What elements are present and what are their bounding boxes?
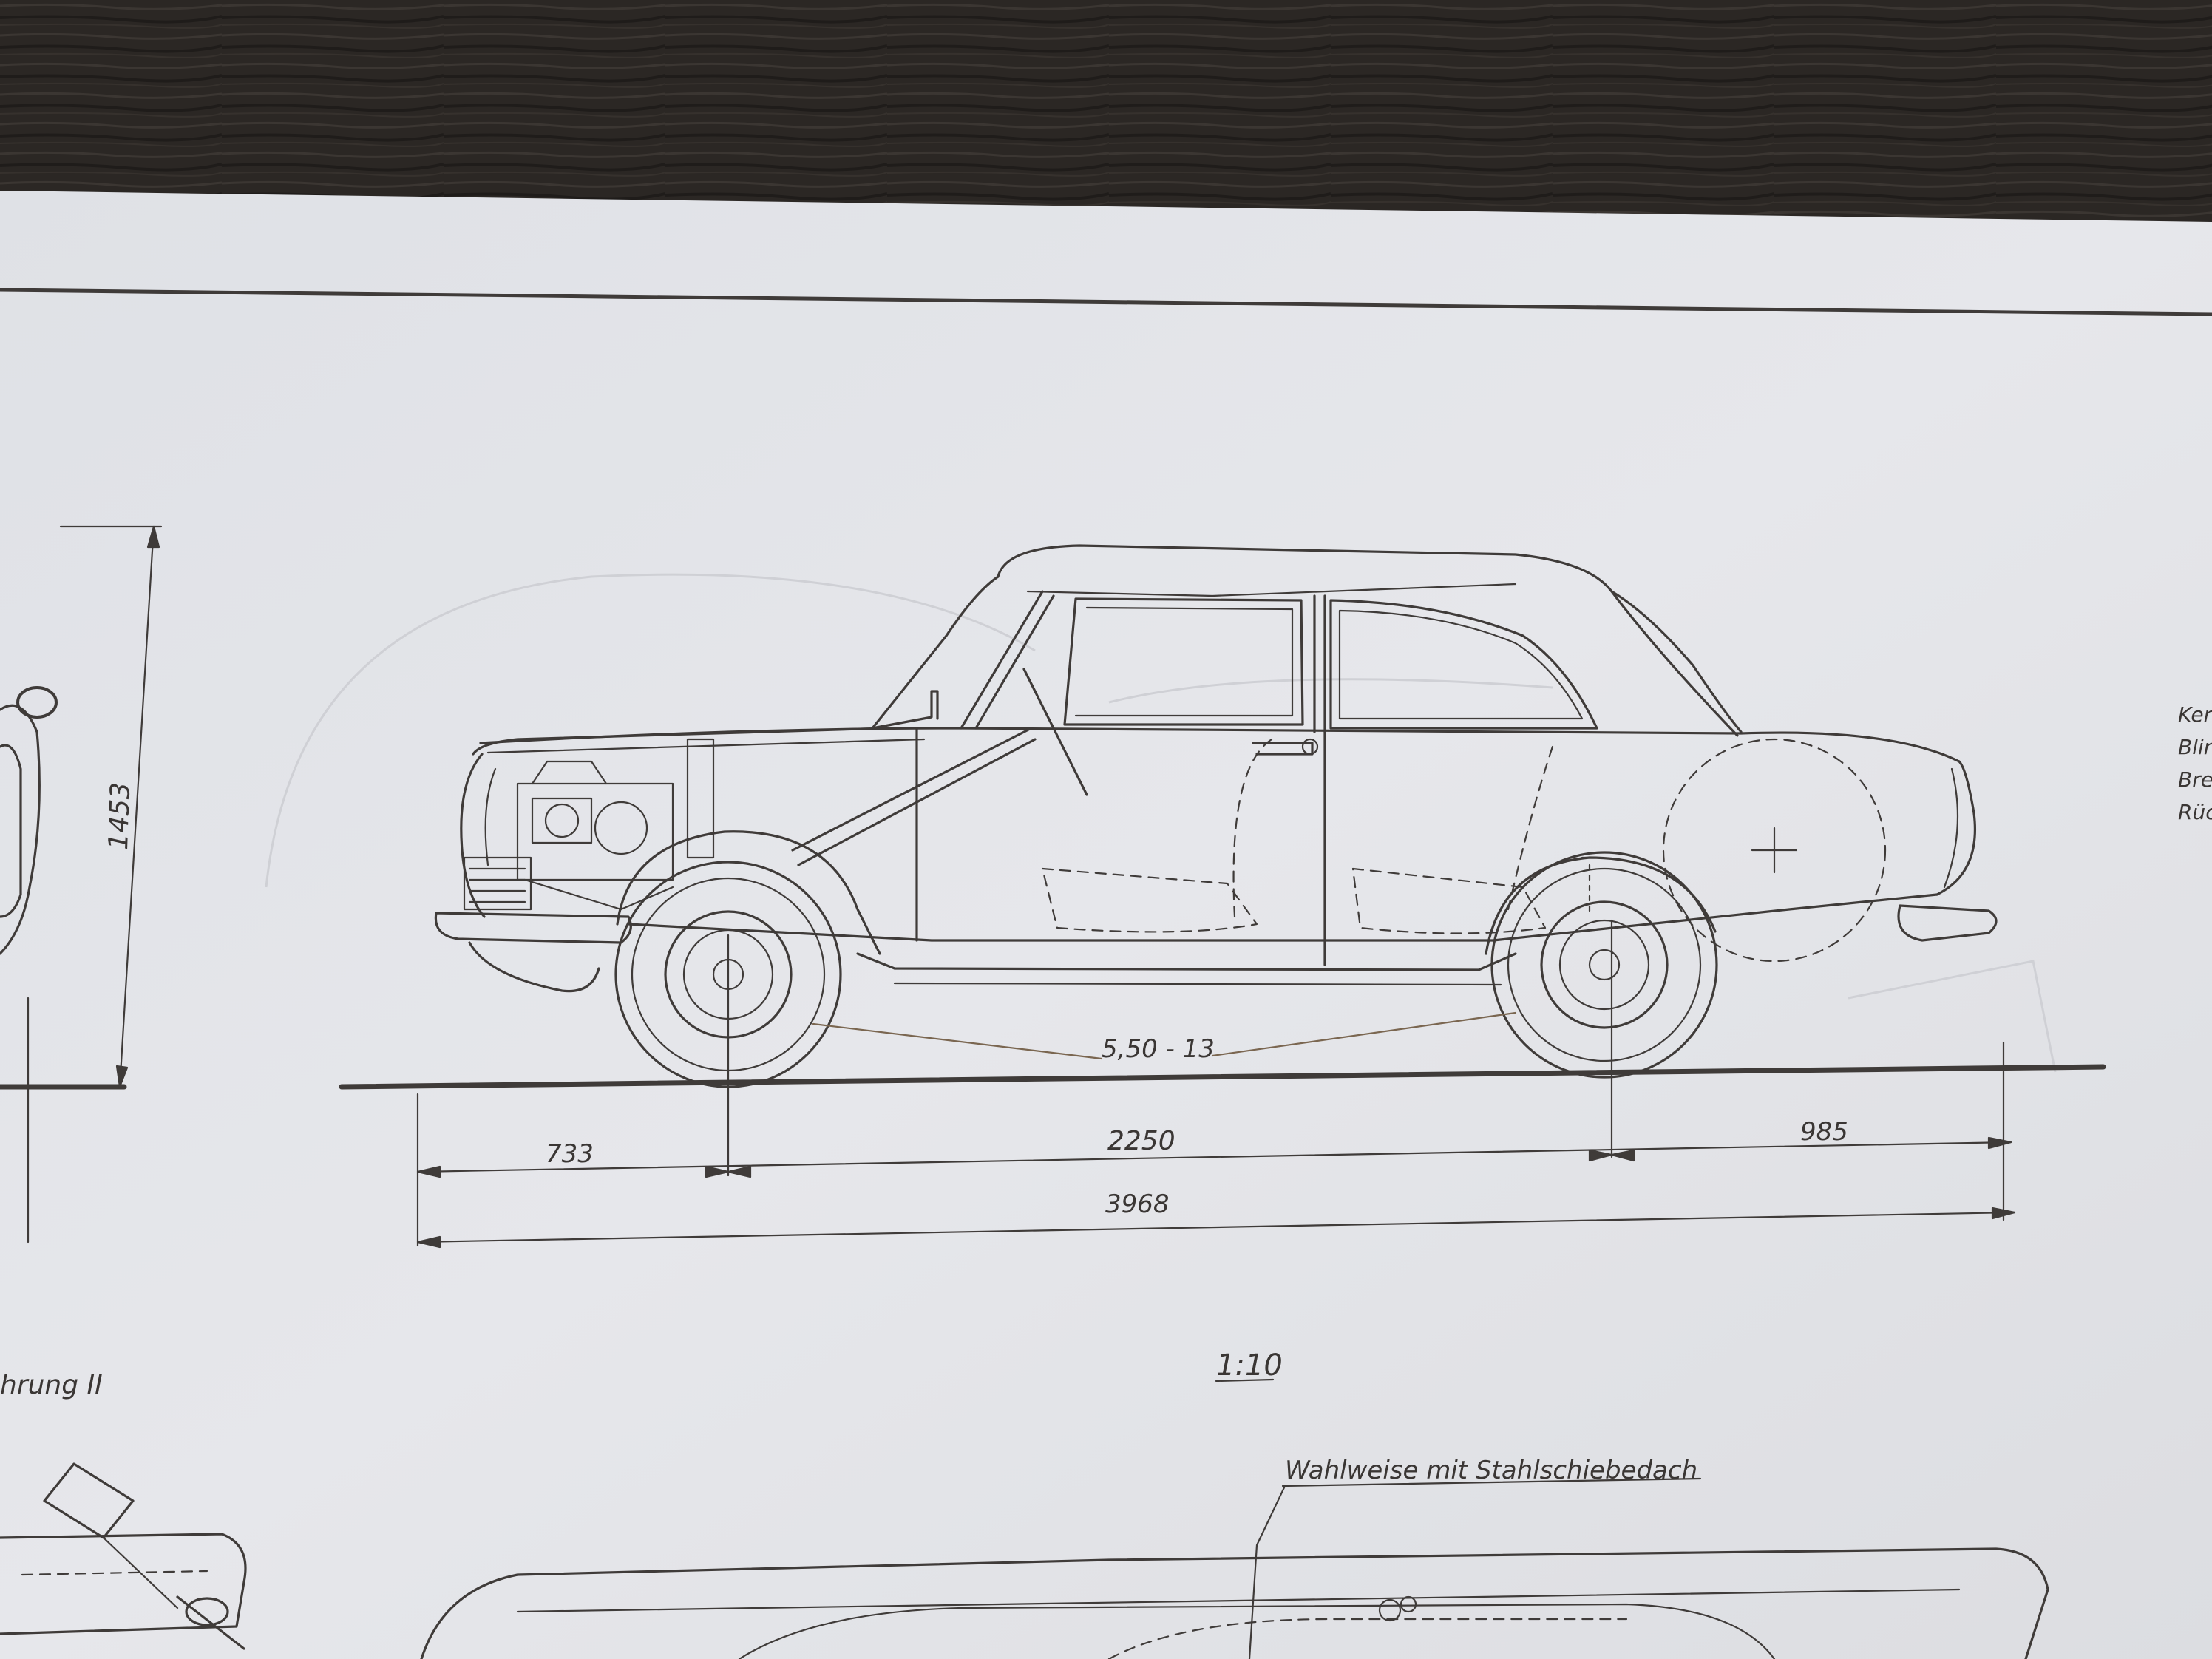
sunroof-leader xyxy=(1248,1485,1286,1659)
tire-size-label: 5,50 - 13 xyxy=(1102,1034,1215,1064)
car-side-view xyxy=(416,544,2005,1247)
tire-leader-lines xyxy=(812,1011,1517,1060)
sunroof-note-underline xyxy=(1281,1477,1702,1487)
sunroof-note: Wahlweise mit Stahlschiebedach xyxy=(1285,1456,1697,1485)
side-note-1: Ker xyxy=(2178,702,2212,727)
front-overhang-label: 733 xyxy=(546,1139,594,1169)
side-note-4: Rüc xyxy=(2178,800,2212,824)
ground-line xyxy=(339,1064,2106,1090)
scale-underline xyxy=(1215,1378,1275,1382)
side-note-3: Bre xyxy=(2178,767,2212,792)
rear-wheel xyxy=(1490,851,1718,1079)
top-border-line xyxy=(0,288,2212,316)
top-view-drawing xyxy=(420,1547,2049,1659)
scale-label: 1:10 xyxy=(1216,1348,1283,1382)
side-notes: Ker Blir Bre Rüc xyxy=(2178,702,2212,824)
ghost-print xyxy=(265,573,2057,1073)
rear-overhang-label: 985 xyxy=(1800,1117,1848,1147)
variant-label: hrung II xyxy=(0,1370,103,1400)
height-dimension-label: 1453 xyxy=(104,781,136,850)
paper-sheet xyxy=(0,191,2212,1659)
side-note-2: Blir xyxy=(2178,735,2212,759)
height-dimension xyxy=(59,525,163,1088)
part-detail-drawing xyxy=(0,1462,247,1650)
dimension-lines xyxy=(416,1136,2016,1249)
overall-length-label: 3968 xyxy=(1105,1190,1170,1219)
wheelbase-label: 2250 xyxy=(1107,1126,1175,1156)
front-view-drawing xyxy=(0,686,127,1244)
